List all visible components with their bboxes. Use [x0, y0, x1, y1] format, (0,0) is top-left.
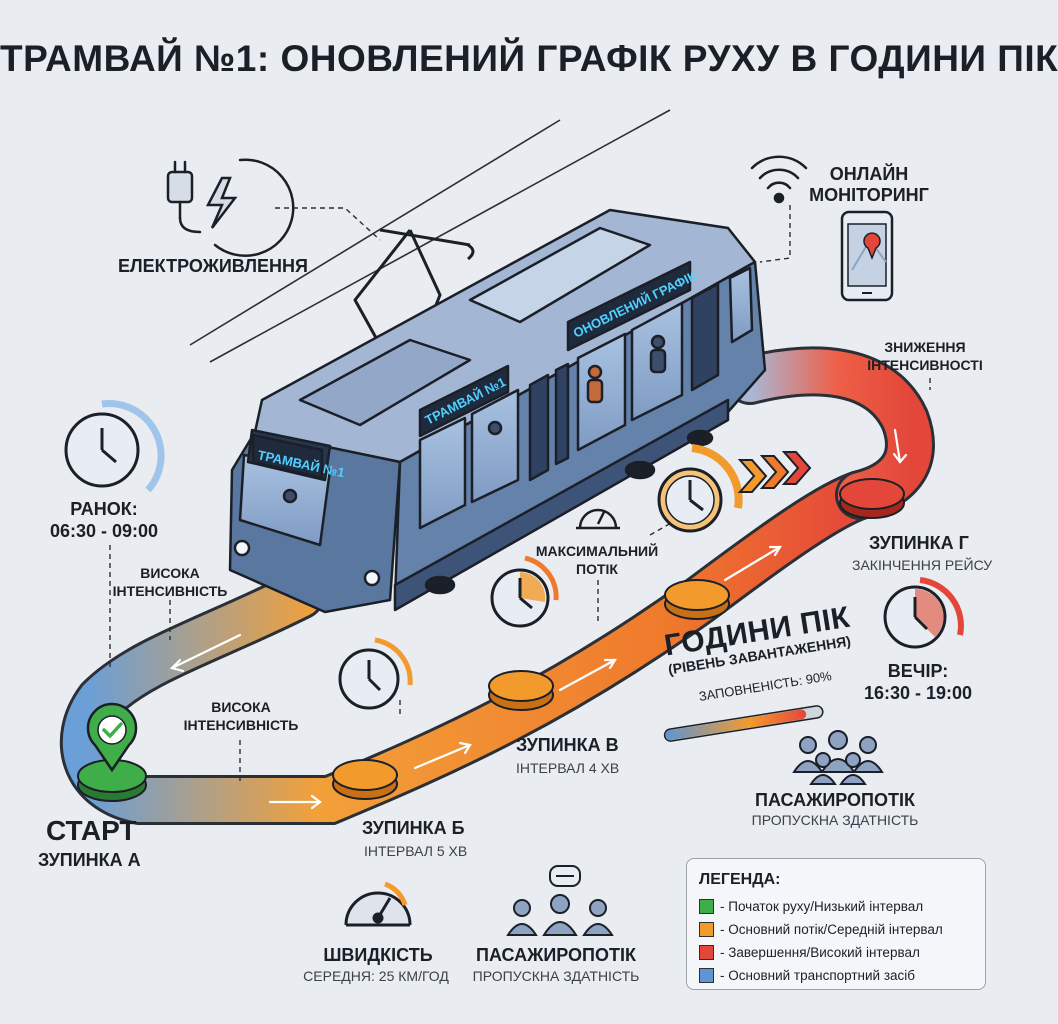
- overhead-wires: [189, 109, 671, 363]
- intensity-high-label-2: ВИСОКА ІНТЕНСИВНІСТЬ: [184, 698, 299, 734]
- clock-b-icon: [338, 637, 413, 710]
- legend-title: ЛЕГЕНДА:: [699, 871, 781, 888]
- legend-item: - Завершення/Високий інтервал: [699, 941, 973, 964]
- stop-v-name: ЗУПИНКА В: [516, 735, 619, 755]
- stop-b-marker: [332, 759, 398, 800]
- legend-swatch: [699, 922, 714, 937]
- peak-fill-bar: [663, 705, 824, 742]
- intensity-high-2-line1: ВИСОКА: [211, 699, 271, 715]
- legend-item-label: - Основний потік/Середній інтервал: [720, 922, 943, 937]
- stop-a-marker: [77, 702, 147, 802]
- legend-item: - Початок руху/Низький інтервал: [699, 895, 973, 918]
- legend-swatch: [699, 945, 714, 960]
- power-label: ЕЛЕКТРОЖИВЛЕННЯ: [118, 256, 308, 276]
- stop-g-name: ЗУПИНКА Г: [869, 533, 969, 553]
- monitoring-label: ОНЛАЙН МОНІТОРИНГ: [809, 164, 929, 206]
- power-icon-group: [166, 158, 295, 257]
- morning-label: РАНОК: 06:30 - 09:00: [50, 498, 158, 542]
- stop-v-marker: [488, 670, 554, 711]
- legend-swatch: [699, 968, 714, 983]
- morning-time: 06:30 - 09:00: [49, 521, 159, 541]
- pax-bottom-detail: ПРОПУСКНА ЗДАТНІСТЬ: [472, 968, 640, 984]
- infographic: ТРАМВАЙ №1 ТРАМВАЙ №1 ОНОВЛЕНИЙ ГРАФІК: [0, 38, 1058, 990]
- morning-title: РАНОК:: [70, 499, 138, 519]
- people-group-right-icon: [792, 730, 884, 785]
- legend-swatch: [699, 899, 714, 914]
- stop-g-marker: [839, 478, 905, 519]
- legend-item: - Основний транспортний засіб: [699, 964, 973, 987]
- intensity-high-1-line1: ВИСОКА: [140, 565, 200, 581]
- stop-v-detail: ІНТЕРВАЛ 4 ХВ: [516, 760, 620, 776]
- max-flow-label: МАКСИМАЛЬНИЙ ПОТІК: [536, 542, 658, 578]
- intensity-high-1-line2: ІНТЕНСИВНІСТЬ: [112, 583, 228, 599]
- stop-b-name: ЗУПИНКА Б: [362, 818, 465, 838]
- people-group-bottom-icon: [506, 865, 614, 936]
- stop-g-detail: ЗАКІНЧЕННЯ РЕЙСУ: [852, 557, 993, 573]
- legend-item: - Основний потік/Середній інтервал: [699, 918, 973, 941]
- power-arc-icon: [213, 158, 295, 257]
- lightning-icon: [205, 176, 238, 229]
- start-title: СТАРТ: [46, 815, 137, 846]
- stop-b-detail: ІНТЕРВАЛ 5 ХВ: [364, 843, 468, 859]
- evening-time: 16:30 - 19:00: [863, 683, 973, 703]
- stop-peak-marker: [664, 579, 730, 620]
- max-flow-line2: ПОТІК: [576, 561, 618, 577]
- max-flow-line1: МАКСИМАЛЬНИЙ: [535, 543, 659, 559]
- speed-title: ШВИДКІСТЬ: [323, 945, 433, 965]
- tram-illustration: [228, 208, 767, 614]
- legend-box: ЛЕГЕНДА: - Початок руху/Низький інтервал…: [686, 858, 986, 990]
- legend-item-label: - Початок руху/Низький інтервал: [720, 899, 924, 914]
- phone-map-icon: [840, 210, 894, 302]
- speed-chevrons-icon: [737, 451, 812, 493]
- monitoring-line2: МОНІТОРИНГ: [809, 185, 929, 205]
- speedometer-icon: [344, 881, 412, 927]
- callout-leaders: [109, 205, 931, 785]
- intensity-low-label: ЗНИЖЕННЯ ІНТЕНСИВНОСТІ: [867, 338, 983, 374]
- legend-item-label: - Основний транспортний засіб: [720, 968, 916, 983]
- morning-clock-icon: [64, 400, 165, 493]
- wifi-icon: [750, 155, 808, 204]
- pax-bottom-title: ПАСАЖИРОПОТІК: [476, 945, 636, 965]
- pax-right-title: ПАСАЖИРОПОТІК: [755, 790, 915, 810]
- evening-title: ВЕЧІР:: [887, 661, 949, 681]
- intensity-high-label-1: ВИСОКА ІНТЕНСИВНІСТЬ: [113, 564, 228, 600]
- evening-clock-icon: [883, 577, 964, 649]
- pax-right-detail: ПРОПУСКНА ЗДАТНІСТЬ: [751, 812, 919, 828]
- speed-detail: СЕРЕДНЯ: 25 КМ/ГОД: [303, 968, 449, 984]
- clock-v-icon: [490, 555, 559, 628]
- start-stop: ЗУПИНКА А: [38, 850, 141, 870]
- plug-icon: [166, 160, 202, 234]
- intensity-high-2-line2: ІНТЕНСИВНІСТЬ: [183, 717, 299, 733]
- monitoring-line1: ОНЛАЙН: [829, 164, 909, 184]
- intensity-low-line1: ЗНИЖЕННЯ: [884, 339, 966, 355]
- page-title: ТРАМВАЙ №1: ОНОВЛЕНИЙ ГРАФІК РУХУ В ГОДИ…: [0, 38, 1058, 79]
- intensity-low-line2: ІНТЕНСИВНОСТІ: [867, 357, 983, 373]
- legend-item-label: - Завершення/Високий інтервал: [720, 945, 920, 960]
- evening-label: ВЕЧІР: 16:30 - 19:00: [864, 660, 972, 704]
- clock-peak-icon: [657, 444, 743, 533]
- diagram-canvas: ТРАМВАЙ №1 ТРАМВАЙ №1 ОНОВЛЕНИЙ ГРАФІК: [59, 109, 964, 936]
- gauge-small-icon: [576, 508, 620, 530]
